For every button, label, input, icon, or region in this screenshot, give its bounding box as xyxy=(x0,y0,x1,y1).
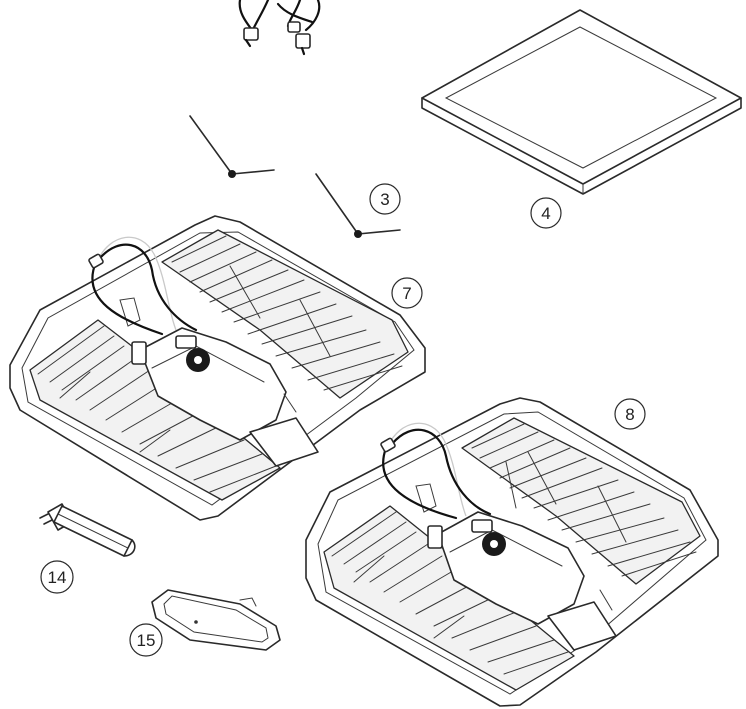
grille-assembly-left xyxy=(9,215,426,521)
fluorescent-lamp xyxy=(39,503,136,557)
right-grille-slats xyxy=(171,235,403,391)
callout-4: 4 xyxy=(530,197,562,229)
svg-text:8: 8 xyxy=(625,405,634,424)
callout-15: 15 xyxy=(129,623,163,657)
grille-assembly-right xyxy=(305,397,719,707)
svg-text:7: 7 xyxy=(402,284,411,303)
torsion-springs xyxy=(189,115,401,238)
left-grille-slats-8 xyxy=(331,511,569,675)
right-grille-slats-8 xyxy=(471,423,697,577)
wire-harness xyxy=(238,0,321,56)
svg-text:15: 15 xyxy=(137,631,156,650)
svg-text:14: 14 xyxy=(48,568,67,587)
svg-text:4: 4 xyxy=(541,204,550,223)
callout-3: 3 xyxy=(369,183,401,215)
small-lens-gasket xyxy=(151,589,281,651)
callout-7: 7 xyxy=(391,277,423,309)
callout-8: 8 xyxy=(614,398,646,430)
callout-14: 14 xyxy=(40,560,74,594)
svg-text:3: 3 xyxy=(380,190,389,209)
square-gasket-frame xyxy=(421,9,742,195)
